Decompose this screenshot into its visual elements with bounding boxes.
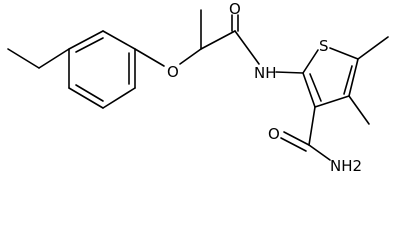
nh-label: NH bbox=[254, 64, 277, 82]
nh2-label: NH2 bbox=[330, 157, 362, 175]
oxygen-carbonyl-label: O bbox=[229, 0, 241, 18]
bond-ethyl-ch3 bbox=[7, 48, 40, 69]
bond-c3-amide bbox=[308, 106, 316, 146]
bond-c4-methyl bbox=[348, 95, 370, 125]
bond-nh-thiophene bbox=[275, 71, 304, 74]
molecule-drawing: O O NH S O NH2 bbox=[7, 0, 389, 175]
sulfur-label: S bbox=[319, 37, 329, 55]
oxygen-amide-label: O bbox=[268, 125, 280, 143]
bond-ring-4 bbox=[102, 87, 136, 109]
bond-ring-1-inner bbox=[75, 37, 104, 53]
oxygen-ether-label: O bbox=[167, 63, 179, 81]
bond-ring-5 bbox=[68, 87, 104, 109]
bond-amide-o-double-b bbox=[280, 137, 307, 152]
bond-thio-c5-c4 bbox=[348, 58, 359, 97]
bond-aryl-oxygen bbox=[134, 48, 165, 67]
bond-ring-2 bbox=[102, 30, 136, 50]
bond-thio-c4-c3 bbox=[314, 95, 350, 108]
bond-thio-c5-c4-inner bbox=[343, 65, 353, 95]
bond-c5-methyl bbox=[357, 36, 389, 60]
bond-amide-o-double-a bbox=[283, 131, 310, 146]
bond-thio-c2-s bbox=[302, 49, 319, 74]
bond-thio-c3-c2 bbox=[302, 72, 316, 108]
bond-oxygen-ch bbox=[179, 48, 202, 65]
bond-thio-s-c5 bbox=[329, 47, 359, 60]
bond-thio-c3-c2-inner bbox=[309, 73, 322, 102]
bond-ethyl-ch2 bbox=[38, 48, 70, 69]
bond-ring-1 bbox=[68, 30, 104, 50]
bond-amide-n bbox=[308, 144, 331, 161]
bond-ch-carbonyl bbox=[200, 30, 236, 50]
bond-ring-5-inner bbox=[75, 84, 104, 102]
structure-diagram: O O NH S O NH2 bbox=[7, 0, 389, 175]
bond-carbonyl-nh bbox=[234, 30, 260, 65]
